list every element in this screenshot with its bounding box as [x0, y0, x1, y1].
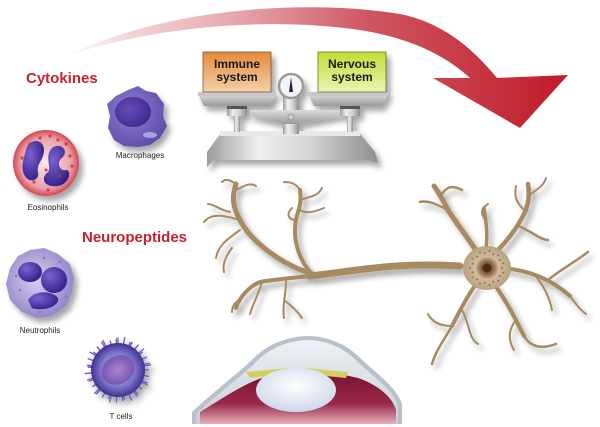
macrophage-cell [107, 86, 167, 147]
immune-system-box [202, 51, 272, 93]
eye-lens [256, 368, 336, 412]
neuropeptides-label: Neuropeptides [82, 229, 188, 246]
t-cells-label: T cells [109, 412, 133, 421]
immune-label-line-2: system [216, 70, 258, 84]
right-post-band [340, 106, 360, 109]
eosinophil-cell [13, 130, 79, 196]
immune-label-line-1: Immune [213, 57, 260, 71]
nervous-label-line-1: Nervous [327, 57, 377, 71]
soma-granule [471, 276, 474, 279]
curved-arrow [66, 7, 568, 128]
t-cell [84, 337, 152, 403]
axon-branch-lower [234, 274, 314, 310]
cytokines-label: Cytokines [26, 70, 98, 87]
nervous-system-label: Nervous system [324, 58, 380, 84]
soma-granules [469, 250, 505, 286]
neutrophil-lobe-2 [41, 267, 67, 293]
right-pan-rim [308, 92, 388, 96]
neutrophil-lobe-3 [28, 292, 59, 310]
immune-system-label: Immune system [209, 58, 265, 84]
scale-beam [250, 110, 340, 124]
macrophages-label: Macrophages [115, 151, 165, 160]
soma-granule [471, 257, 474, 260]
macrophage-highlight [143, 132, 157, 138]
nervous-label-line-2: system [331, 70, 373, 84]
soma-granule [492, 280, 495, 283]
eosinophils-label: Eosinophils [27, 203, 69, 212]
left-post-cap [227, 106, 247, 116]
soma-granule [492, 253, 495, 256]
soma-granule [471, 262, 474, 265]
neutrophil-granules [14, 256, 68, 314]
soma-granule [502, 271, 505, 274]
eosinophil-nucleus-right [43, 145, 70, 187]
neuron [203, 177, 590, 366]
neuron-axon [306, 261, 464, 280]
soma-granule [488, 250, 491, 253]
nervous-system-box [317, 51, 387, 93]
eye-iris-right [306, 368, 348, 378]
soma-granule [501, 267, 503, 269]
soma-granule [471, 271, 474, 274]
soma-granule [483, 252, 486, 255]
right-post-cap [340, 106, 360, 116]
left-post [234, 116, 240, 132]
scale-base [207, 134, 378, 167]
soma-granule [488, 283, 491, 286]
neutrophil-cell [6, 248, 74, 318]
scale-pivot [287, 113, 295, 121]
eosinophil-nucleus-left [22, 141, 44, 181]
soma-granule [497, 279, 500, 282]
left-post-band [227, 106, 247, 109]
soma-granule [476, 278, 479, 281]
soma-granule [497, 254, 500, 257]
right-pan [308, 94, 388, 106]
t-cell-nucleus [101, 355, 135, 385]
neuron-soma [463, 246, 511, 290]
soma-granule [498, 275, 501, 278]
balance-scale [198, 51, 388, 167]
neuron-dendrites [418, 177, 590, 366]
axon-terminals [203, 178, 325, 319]
neutrophil-lobe-1 [18, 262, 42, 282]
soma-granule [478, 282, 481, 285]
gauge-needle [289, 77, 293, 92]
soma-granule [469, 267, 471, 269]
macrophage-nucleus [115, 97, 151, 127]
eye-cross-section [192, 336, 402, 424]
left-pan [198, 94, 276, 106]
soma-granule [483, 281, 486, 284]
soma-granule [502, 262, 505, 265]
soma-granule [498, 258, 501, 261]
soma-granule [476, 255, 479, 258]
left-pan-rim [198, 92, 276, 96]
soma-granule [478, 251, 481, 254]
arrow-body [66, 7, 568, 128]
axon-branch-upper-2 [293, 188, 314, 276]
soma-nucleolus [482, 263, 492, 273]
neutrophils-label: Neutrophils [19, 326, 61, 335]
eosinophil-granules [20, 134, 74, 192]
right-post [347, 116, 353, 132]
